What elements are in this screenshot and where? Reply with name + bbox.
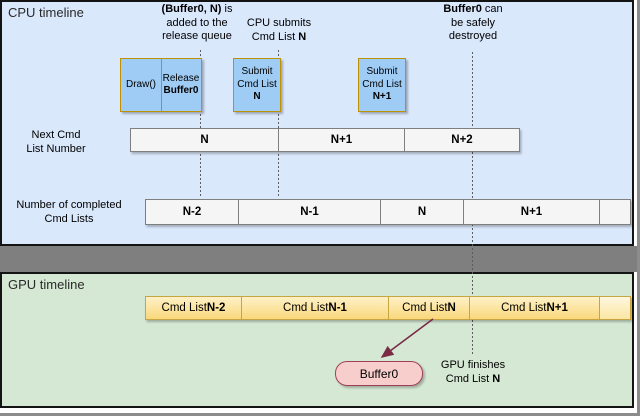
annotation-line: added to the: [166, 16, 228, 29]
annotation-line: CPU submits: [246, 17, 312, 29]
gpu-seg-n1: Cmd List N+1: [469, 297, 599, 319]
submit-line: Cmd List: [362, 78, 402, 90]
submit-line: Submit: [366, 66, 398, 78]
submit-n1-cell: Submit Cmd List N+1: [358, 58, 406, 112]
annotation-line: Buffer0 can: [443, 3, 503, 15]
annotation-line: (Buffer0, N) is: [161, 3, 233, 15]
gpu-seg-empty: [599, 297, 630, 319]
release-buffer0-box: Release Buffer0: [160, 58, 202, 112]
submit-cmd-list-n1-box: Submit Cmd List N+1: [358, 58, 406, 112]
gpu-seg-n: Cmd List N: [388, 297, 469, 319]
release-box-buffer-label: Buffer0: [163, 85, 199, 96]
draw-box: Draw(): [120, 58, 162, 112]
submit-line: Submit: [241, 66, 273, 78]
annotation-line: destroyed: [448, 30, 498, 42]
gpu-seg-n-1: Cmd List N-1: [241, 297, 388, 319]
screen-bottom-edge: [0, 413, 640, 416]
gpu-timeline-title: GPU timeline: [8, 277, 85, 292]
annotation-line: release queue: [162, 30, 232, 42]
completed-seg-n-1: N-1: [238, 200, 380, 224]
annotation-cpu-submits: CPU submits Cmd List N: [230, 17, 328, 44]
event-line-submit-n: [278, 50, 279, 196]
submit-line-bold: N: [253, 91, 261, 103]
completed-seg-n-2: N-2: [146, 200, 238, 224]
annotation-release-queue: (Buffer0, N) is added to the release que…: [138, 3, 256, 44]
draw-box-label: Draw(): [126, 78, 156, 90]
buffer0-node-label: Buffer0: [359, 366, 399, 381]
buffer0-node: Buffer0: [335, 361, 423, 386]
cpu-timeline-title: CPU timeline: [8, 5, 84, 20]
gpu-timeline-panel: [0, 272, 634, 408]
next-seg-n2: N+2: [404, 129, 519, 151]
gpu-cmd-list-bar: Cmd List N-2 Cmd List N-1 Cmd List N Cmd…: [145, 296, 631, 320]
event-line-release-queue: [200, 50, 201, 196]
next-cmd-list-bar: N N+1 N+2: [130, 128, 520, 152]
completed-seg-n1: N+1: [463, 200, 599, 224]
gpu-seg-n-2: Cmd List N-2: [146, 297, 241, 319]
annotation-line: Cmd List N: [251, 30, 307, 43]
draw-release-box: Draw() Release Buffer0: [120, 58, 202, 112]
annotation-gpu-finishes: GPU finishes Cmd List N: [440, 359, 506, 385]
screen-right-edge: [637, 0, 640, 416]
annotation-line: be safely: [450, 16, 496, 29]
completed-seg-n: N: [380, 200, 463, 224]
next-cmd-row-label: Next Cmd List Number: [26, 129, 86, 155]
next-seg-n: N: [131, 129, 278, 151]
annotation-buffer-destroy: Buffer0 can be safely destroyed: [421, 3, 525, 44]
separator-band: [0, 246, 640, 272]
release-box-label: Release: [162, 72, 200, 84]
completed-seg-empty: [599, 200, 630, 224]
next-seg-n1: N+1: [278, 129, 404, 151]
completed-row-label: Number of completed Cmd Lists: [16, 199, 122, 225]
completed-cmd-lists-bar: N-2 N-1 N N+1: [145, 199, 631, 225]
submit-line: Cmd List: [237, 78, 277, 90]
submit-n-cell: Submit Cmd List N: [233, 58, 281, 112]
submit-cmd-list-n-box: Submit Cmd List N: [233, 58, 281, 112]
submit-line-bold: N+1: [372, 91, 392, 103]
